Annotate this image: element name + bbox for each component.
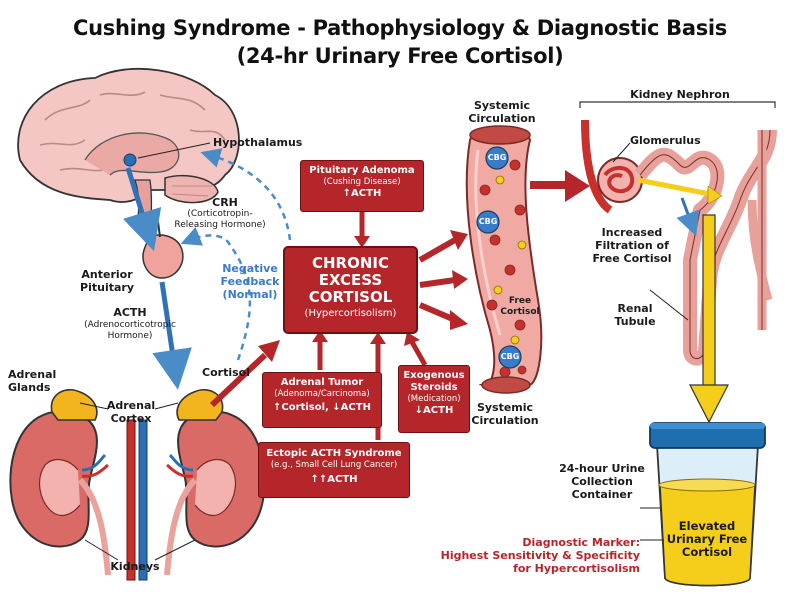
page-title: Cushing Syndrome - Pathophysiology & Dia…	[72, 16, 728, 40]
acth-full-line1: (Adrenocorticotropic	[84, 320, 176, 330]
systemic-circulation-bottom-line1: Systemic	[476, 401, 534, 414]
exogenous-steroids-line3: (Medication)	[407, 394, 461, 404]
cbg-label-3: CBG	[500, 352, 520, 361]
adrenal-tumor-sub: (Adenoma/Carcinoma)	[274, 389, 370, 399]
adrenal-tumor-box: Adrenal Tumor (Adenoma/Carcinoma) ↑Corti…	[262, 372, 382, 428]
adrenal-cortex-line1: Adrenal	[106, 399, 156, 412]
negative-feedback-line2: Feedback	[220, 275, 280, 288]
exogenous-steroids-line2: Steroids	[410, 382, 458, 393]
elevated-ufc-line3: Cortisol	[681, 545, 733, 559]
systemic-circulation-bottom-line2: Circulation	[471, 414, 539, 427]
acth-label: ACTH	[113, 306, 147, 319]
negative-feedback-line3: (Normal)	[222, 288, 278, 301]
pituitary-adenoma-marker: ↑ACTH	[342, 188, 382, 199]
crh-full-line1: (Corticotropin-	[187, 209, 253, 219]
cbg-label-1: CBG	[487, 153, 507, 162]
elevated-ufc-line2: Urinary Free	[666, 532, 748, 546]
central-line1: CHRONIC	[311, 254, 389, 272]
kidneys-illustration	[9, 410, 266, 581]
anterior-pituitary-line1: Anterior	[81, 268, 133, 281]
central-cortisol-box: CHRONIC EXCESS CORTISOL (Hypercortisolis…	[283, 246, 418, 334]
increased-filtration-line3: Free Cortisol	[592, 252, 672, 265]
kidney-nephron-label: Kidney Nephron	[630, 88, 730, 101]
renal-tubule-line1: Renal	[617, 302, 653, 315]
diagnostic-marker-line3: for Hypercortisolism	[513, 562, 640, 575]
container-label-line2: Collection	[571, 475, 633, 488]
crh-full-line2: Releasing Hormone)	[174, 220, 266, 230]
elevated-ufc-line1: Elevated	[678, 519, 736, 533]
page-subtitle: (24-hr Urinary Free Cortisol)	[236, 44, 564, 68]
container-label-line1: 24-hour Urine	[559, 462, 645, 475]
adrenal-glands	[50, 388, 224, 421]
adrenal-glands-line2: Glands	[8, 381, 51, 394]
nephron-illustration	[581, 119, 777, 366]
adrenal-tumor-marker: ↑Cortisol, ↓ACTH	[273, 402, 371, 413]
acth-full-line2: Hormone)	[107, 331, 153, 341]
exogenous-steroids-box: Exogenous Steroids (Medication) ↓ACTH	[398, 365, 470, 433]
increased-filtration-line1: Increased	[601, 226, 663, 239]
brain-illustration	[17, 67, 240, 231]
ectopic-acth-sub: (e.g., Small Cell Lung Cancer)	[270, 460, 398, 470]
diagnostic-marker-line2: Highest Sensitivity & Specificity	[440, 549, 640, 562]
systemic-circulation-top-line1: Systemic	[473, 99, 531, 112]
exogenous-steroids-marker: ↓ACTH	[414, 405, 454, 416]
ectopic-acth-box: Ectopic ACTH Syndrome (e.g., Small Cell …	[258, 442, 410, 498]
diagnostic-marker-line1: Diagnostic Marker:	[522, 536, 640, 549]
free-cortisol-line1: Free	[508, 296, 532, 306]
exogenous-steroids-line1: Exogenous	[403, 370, 465, 381]
adrenal-tumor-title: Adrenal Tumor	[280, 377, 364, 388]
adrenal-glands-line1: Adrenal	[8, 368, 57, 381]
increased-filtration-line2: Filtration of	[595, 239, 669, 252]
free-cortisol-line2: Cortisol	[500, 307, 540, 317]
cortisol-label: Cortisol	[202, 366, 250, 379]
pituitary-adenoma-title: Pituitary Adenoma	[309, 165, 415, 176]
crh-label: CRH	[212, 196, 238, 209]
central-line3: CORTISOL	[308, 288, 393, 306]
anterior-pituitary-line2: Pituitary	[80, 281, 134, 294]
blood-vessel	[465, 125, 543, 394]
pituitary-adenoma-box: Pituitary Adenoma (Cushing Disease) ↑ACT…	[300, 160, 424, 212]
cbg-label-2: CBG	[478, 217, 498, 226]
central-line4: (Hypercortisolism)	[304, 308, 397, 319]
pituitary-adenoma-sub: (Cushing Disease)	[323, 177, 401, 187]
renal-tubule-line2: Tubule	[614, 315, 656, 328]
kidneys-label: Kidneys	[110, 560, 160, 573]
hypothalamus-label: Hypothalamus	[213, 136, 303, 149]
ectopic-acth-marker: ↑↑ACTH	[310, 474, 358, 485]
container-label-line3: Container	[571, 488, 633, 501]
central-line2: EXCESS	[318, 271, 383, 289]
glomerulus-label: Glomerulus	[630, 134, 701, 147]
systemic-circulation-top-line2: Circulation	[468, 112, 536, 125]
negative-feedback-line1: Negative	[222, 262, 278, 275]
ectopic-acth-title: Ectopic ACTH Syndrome	[266, 448, 402, 459]
urine-container	[649, 422, 766, 587]
adrenal-cortex-line2: Cortex	[110, 412, 152, 425]
